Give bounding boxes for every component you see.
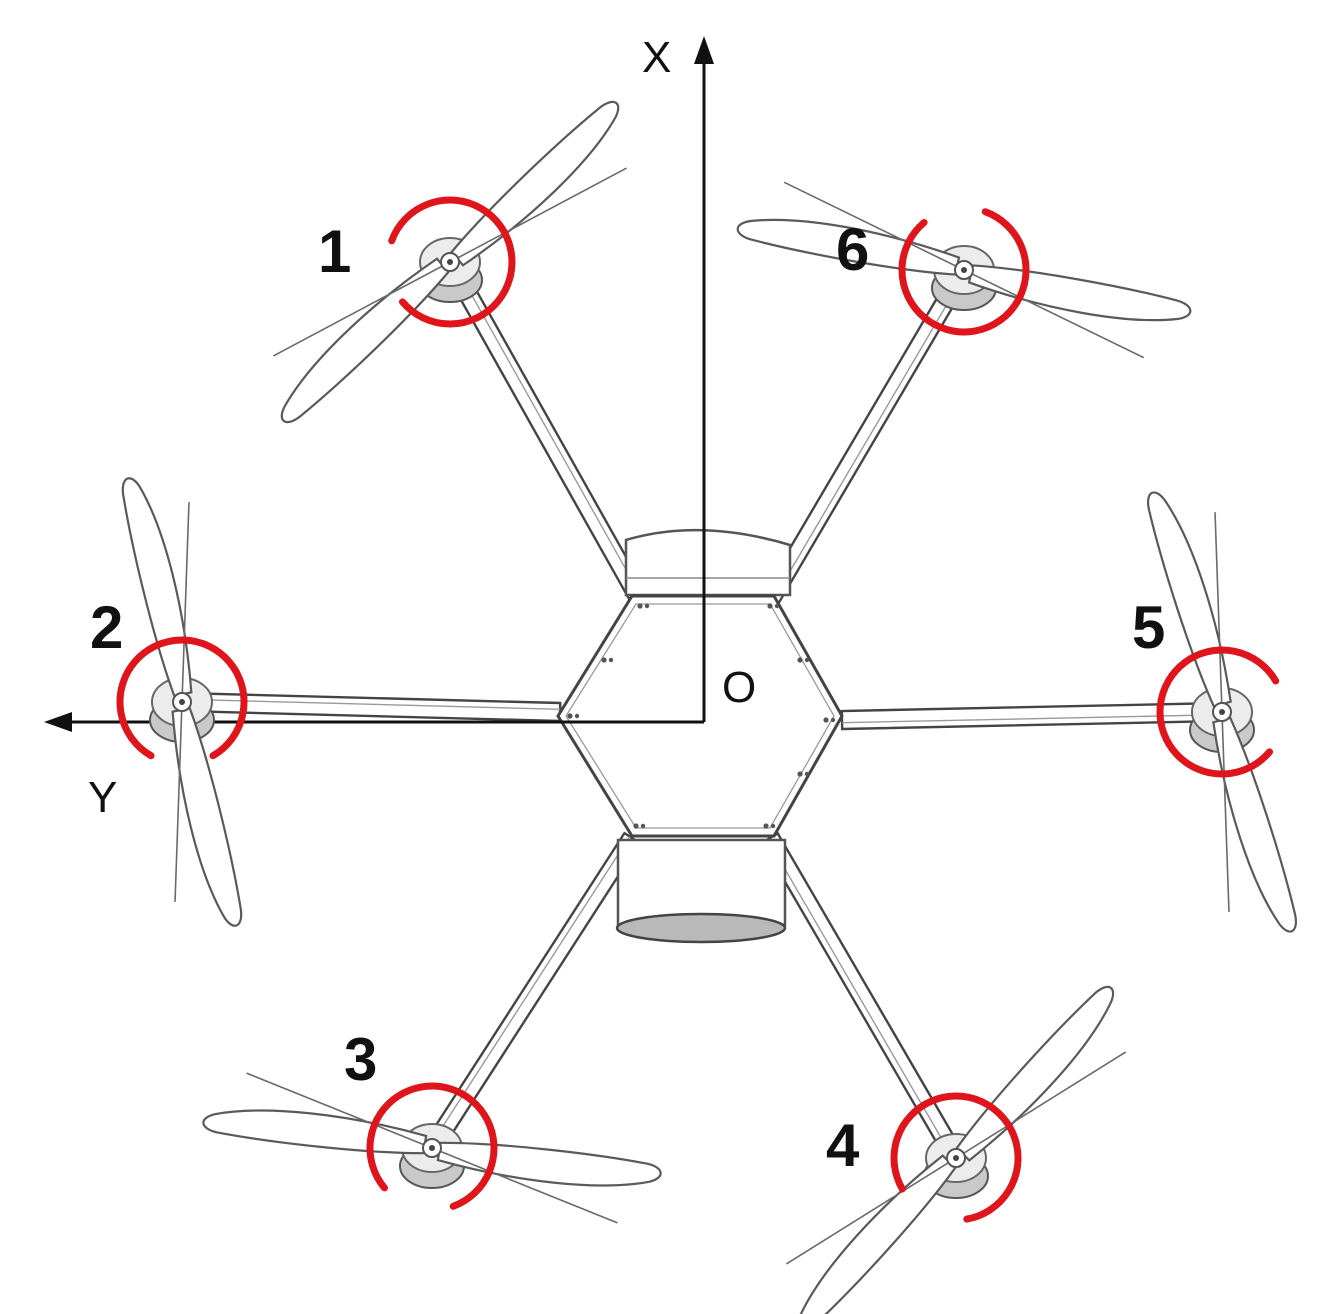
screw (640, 823, 646, 829)
rotors (114, 97, 1298, 1314)
arm-highlight-3 (429, 836, 631, 1147)
screw (804, 657, 810, 663)
rotor-label-4: 4 (826, 1112, 860, 1179)
arm-highlight-4 (767, 839, 955, 1160)
screw (767, 603, 773, 609)
hub-center (953, 1155, 959, 1161)
rotor-label-3: 3 (344, 1026, 377, 1093)
arm-highlight-1 (451, 260, 643, 600)
screw (644, 603, 650, 609)
propeller-blade (433, 1087, 664, 1241)
bottom-cylinder-base (615, 912, 787, 944)
x-axis-label: X (642, 33, 671, 82)
screw (608, 657, 614, 663)
screw (763, 823, 769, 829)
rotor-label-2: 2 (90, 594, 123, 661)
hub-center (961, 267, 967, 273)
y-axis-label: Y (88, 773, 117, 822)
propeller-blade (964, 211, 1194, 377)
bottom-cylinder (616, 838, 787, 927)
x-axis-arrowhead (694, 36, 714, 64)
screw (770, 823, 776, 829)
rotation-arc (116, 636, 248, 760)
screw (574, 713, 580, 719)
y-axis-arrowhead (44, 712, 72, 732)
rotation-arc (898, 208, 1030, 336)
screw (797, 771, 803, 777)
hub-center (1219, 709, 1225, 715)
screw (633, 823, 639, 829)
screw (797, 657, 803, 663)
hub-center (429, 1145, 435, 1151)
hub-center (447, 259, 453, 265)
origin-label: O (722, 663, 756, 712)
screw (823, 717, 829, 723)
rotor-label-6: 6 (836, 216, 869, 283)
rotor-3 (200, 1055, 664, 1241)
rotor-1 (248, 97, 652, 427)
screw (830, 717, 836, 723)
rotation-arc (1156, 646, 1280, 778)
center-body (556, 528, 844, 944)
hub-center (179, 699, 185, 705)
body-hexagon (556, 594, 844, 838)
screw (567, 713, 573, 719)
screws (567, 603, 836, 829)
rotation-arc (366, 1082, 498, 1210)
rotation-arc (388, 196, 516, 328)
rotor-label-1: 1 (318, 218, 351, 285)
propeller-blade (200, 1055, 431, 1209)
arm-2 (180, 691, 562, 723)
rotor-2 (114, 476, 250, 928)
frame-arms (180, 255, 1224, 1165)
screw (804, 771, 810, 777)
screw (637, 603, 643, 609)
screw (601, 657, 607, 663)
top-cylinder (624, 528, 792, 597)
arm-highlight-6 (771, 271, 967, 602)
rotor-4 (762, 982, 1150, 1314)
rotor-5 (1146, 488, 1298, 936)
rotor-label-5: 5 (1132, 594, 1165, 661)
rotation-arc (890, 1092, 1022, 1223)
rotor-6 (734, 163, 1194, 377)
rotor-labels: 1 2 3 4 5 6 (90, 216, 1165, 1179)
screw (774, 603, 780, 609)
